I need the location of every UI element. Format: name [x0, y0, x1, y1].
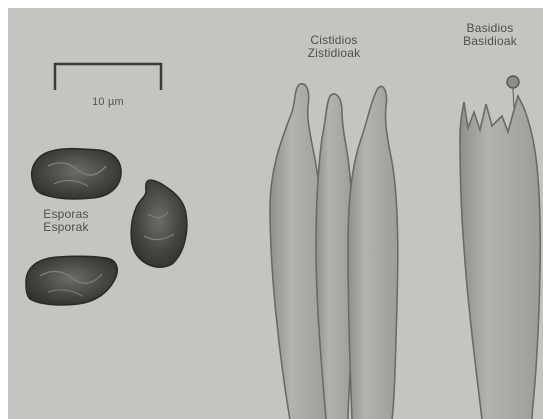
spore-right [131, 180, 187, 267]
spores-label-eu: Esporak [26, 221, 106, 234]
scale-bar [54, 63, 162, 90]
cystidia-label: Cistidios Zistidioak [286, 34, 382, 60]
basidia-label: Basidios Basidioak [440, 22, 540, 48]
basidia-label-eu: Basidioak [440, 35, 540, 48]
micrograph-plate: 10 µm Esporas Esporak Cistidios Zistidio… [8, 8, 543, 419]
top-margin [0, 0, 543, 8]
spore-top-left [32, 149, 121, 199]
spores-label: Esporas Esporak [26, 208, 106, 234]
scale-bar-label: 10 µm [70, 96, 146, 109]
spore-bottom-left [26, 256, 117, 305]
basidium [460, 76, 540, 419]
cystidium-right [348, 86, 398, 419]
cystidia-label-eu: Zistidioak [286, 47, 382, 60]
